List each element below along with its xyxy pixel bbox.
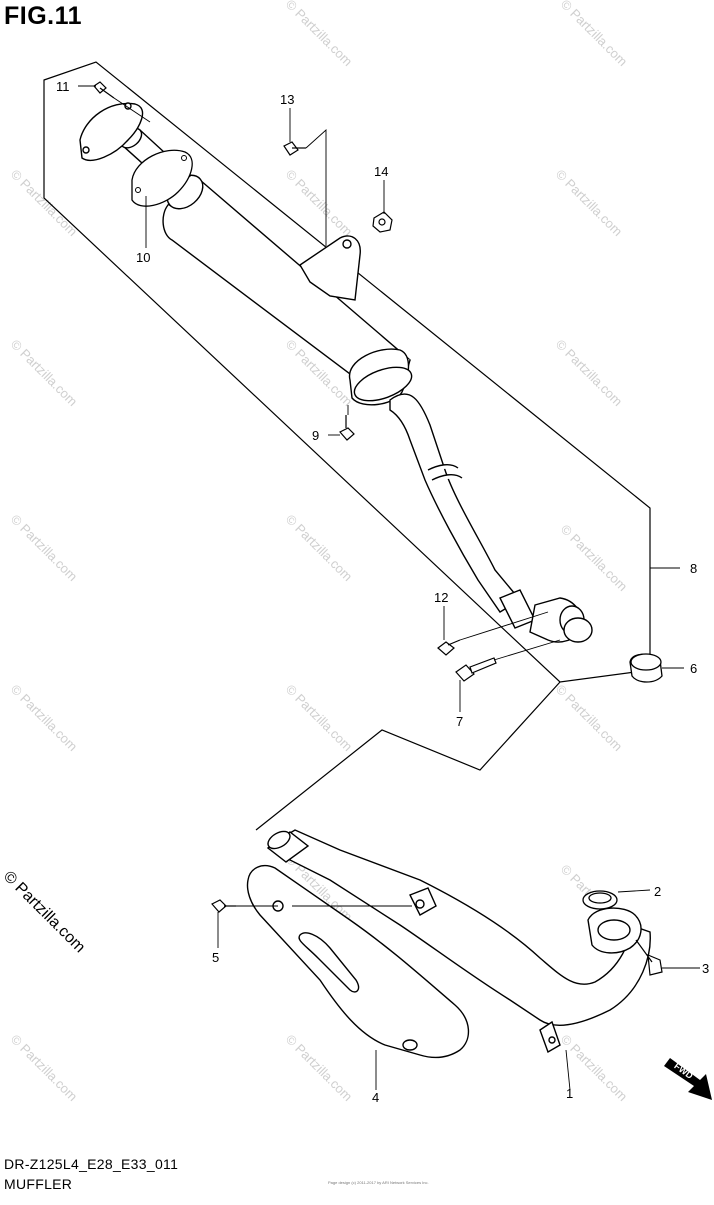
callout-1: 1 <box>566 1086 573 1101</box>
callout-14: 14 <box>374 164 388 179</box>
callout-11: 11 <box>56 79 70 94</box>
watermark: © Partzilla.com <box>553 337 626 410</box>
fwd-arrow-icon <box>664 1058 712 1100</box>
bolt-part-3 <box>635 939 663 976</box>
callout-2: 2 <box>654 884 661 899</box>
callout-9: 9 <box>312 428 319 443</box>
model-code: DR-Z125L4_E28_E33_011 <box>4 1156 179 1172</box>
bolt-part-9 <box>339 415 355 441</box>
figure-name: MUFFLER <box>4 1176 73 1192</box>
figure-title: FIG.11 <box>4 2 83 30</box>
bolt-part-13 <box>283 141 306 156</box>
watermark: © Partzilla.com <box>8 337 81 410</box>
watermark: © Partzilla.com <box>8 512 81 585</box>
bolt-part-11 <box>93 81 115 99</box>
grommet-part-6 <box>629 653 663 683</box>
watermark: © Partzilla.com <box>8 1032 81 1105</box>
callout-10: 10 <box>136 250 150 265</box>
gasket-part-2 <box>582 890 618 910</box>
bolt-part-7 <box>455 657 497 682</box>
gasket-part-10 <box>131 149 193 207</box>
watermark: © Partzilla.com <box>283 0 356 69</box>
bolt-part-5 <box>211 899 236 913</box>
callout-4: 4 <box>372 1090 379 1105</box>
watermark: © Partzilla.com <box>283 682 356 755</box>
muffler-body <box>79 102 593 643</box>
exhaust-pipe-reference-outline <box>255 681 561 831</box>
watermark: © Partzilla.com <box>283 167 356 240</box>
callout-3: 3 <box>702 961 709 976</box>
callout-8: 8 <box>690 561 697 576</box>
nut-part-14 <box>372 211 393 233</box>
callout-labels: 1 2 3 4 5 6 7 8 9 10 11 12 13 14 <box>56 79 709 1105</box>
copyright-text: Page design (c) 2011-2017 by ARI Network… <box>328 1180 429 1185</box>
watermark: © Partzilla.com <box>553 682 626 755</box>
heat-shield <box>246 864 470 1059</box>
watermark: © Partzilla.com <box>558 522 631 595</box>
callout-7: 7 <box>456 714 463 729</box>
callout-6: 6 <box>690 661 697 676</box>
forward-direction-indicator: FWD <box>664 1058 712 1100</box>
watermark: © Partzilla.com <box>283 512 356 585</box>
watermark: © Partzilla.com <box>8 682 81 755</box>
watermark: © Partzilla.com <box>283 1032 356 1105</box>
watermark: © Partzilla.com <box>553 167 626 240</box>
callout-5: 5 <box>212 950 219 965</box>
alignment-lines <box>113 97 561 661</box>
leader-lines <box>78 85 700 1091</box>
callout-12: 12 <box>434 590 448 605</box>
exhaust-pipe <box>266 829 651 1054</box>
callout-13: 13 <box>280 92 294 107</box>
watermark: © Partzilla.com <box>558 0 631 69</box>
bolt-part-12 <box>437 639 461 656</box>
